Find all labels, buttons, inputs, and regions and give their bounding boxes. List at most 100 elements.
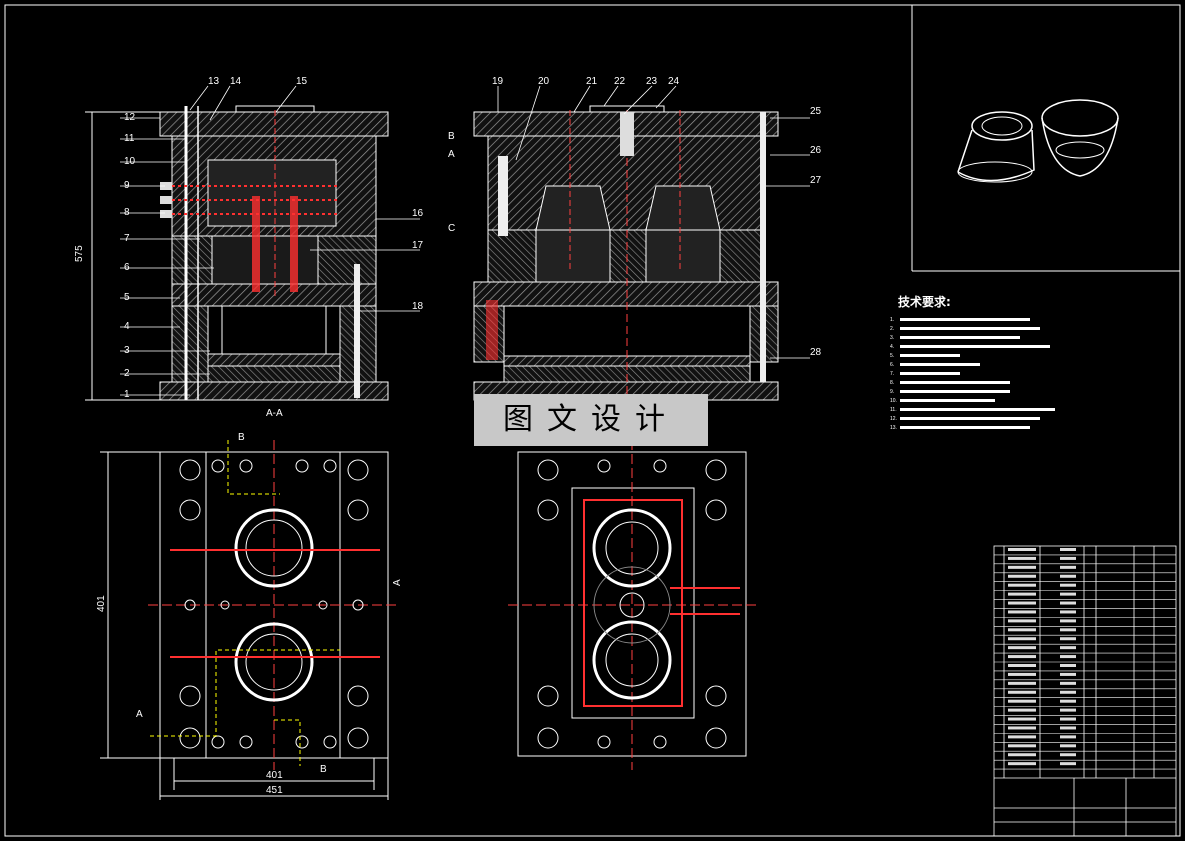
svg-text:B: B bbox=[448, 131, 455, 142]
bom-cell-text bbox=[1060, 762, 1076, 766]
svg-text:15: 15 bbox=[296, 76, 308, 87]
bom-cell-text bbox=[1008, 726, 1036, 730]
svg-text:11.: 11. bbox=[890, 407, 897, 413]
watermark: 图文设计 bbox=[474, 394, 708, 446]
inner-width-dimension: 401 bbox=[266, 770, 283, 781]
bom-cell-text bbox=[1060, 717, 1076, 721]
bom-cell-text bbox=[1008, 601, 1036, 605]
height-dimension: 575 bbox=[74, 245, 85, 262]
svg-text:2.: 2. bbox=[890, 326, 894, 332]
svg-text:A: A bbox=[392, 579, 403, 586]
bom-cell-text bbox=[1008, 744, 1036, 748]
bom-cell-text bbox=[1060, 583, 1076, 587]
svg-text:13: 13 bbox=[208, 76, 220, 87]
svg-text:3: 3 bbox=[124, 345, 130, 356]
bom-cell-text bbox=[1008, 628, 1036, 632]
svg-text:1.: 1. bbox=[890, 317, 894, 323]
plate-height-dimension: 401 bbox=[96, 595, 107, 612]
bom-cell-text bbox=[1008, 565, 1036, 569]
part-number-labels-left: 1 2 3 4 5 6 7 8 9 10 11 12 13 14 15 16 1… bbox=[124, 76, 424, 400]
bom-cell-text bbox=[1060, 646, 1076, 650]
bom-cell-text bbox=[1008, 574, 1036, 578]
bom-cell-text bbox=[1008, 655, 1036, 659]
svg-text:14: 14 bbox=[230, 76, 242, 87]
bom-cell-text bbox=[1060, 548, 1076, 551]
section-mark-letters: B B A A bbox=[136, 432, 403, 775]
svg-text:4.: 4. bbox=[890, 344, 894, 350]
svg-text:4: 4 bbox=[124, 321, 130, 332]
plan-view-moving-half bbox=[508, 440, 756, 770]
technical-requirements: 1. 2. 3. 4. 5. 6. 7. 8. 9. 10. 11. 12. 1… bbox=[890, 317, 1055, 431]
bom-cell-text bbox=[1060, 672, 1076, 676]
svg-text:16: 16 bbox=[412, 208, 424, 219]
svg-text:6.: 6. bbox=[890, 362, 894, 368]
bom-cell-text bbox=[1060, 556, 1076, 560]
svg-text:2: 2 bbox=[124, 368, 130, 379]
svg-text:12.: 12. bbox=[890, 416, 897, 422]
svg-text:7: 7 bbox=[124, 233, 130, 244]
bom-cell-text bbox=[1008, 637, 1036, 641]
svg-text:5: 5 bbox=[124, 292, 130, 303]
drawing-frame bbox=[4, 4, 1181, 837]
bom-cell-text bbox=[1060, 574, 1076, 578]
bom-cell-text bbox=[1008, 717, 1036, 721]
bom-cell-text bbox=[1060, 619, 1076, 623]
svg-text:B: B bbox=[238, 432, 245, 443]
svg-text:27: 27 bbox=[810, 175, 822, 186]
bom-cell-text bbox=[1060, 681, 1076, 685]
svg-text:B: B bbox=[320, 764, 327, 775]
svg-text:10: 10 bbox=[124, 156, 136, 167]
svg-text:28: 28 bbox=[810, 347, 822, 358]
svg-text:22: 22 bbox=[614, 76, 626, 87]
svg-text:19: 19 bbox=[492, 76, 504, 87]
bom-cell-text bbox=[1008, 681, 1036, 685]
svg-text:26: 26 bbox=[810, 145, 822, 156]
bom-cell-text bbox=[1060, 610, 1076, 614]
bom-cell-text bbox=[1060, 690, 1076, 694]
bom-cell-text bbox=[1008, 762, 1036, 766]
svg-text:6: 6 bbox=[124, 262, 130, 273]
svg-text:A: A bbox=[136, 709, 143, 720]
bom-cell-text bbox=[1008, 592, 1036, 596]
title-block bbox=[993, 545, 1177, 837]
bom-rows bbox=[994, 548, 1176, 770]
svg-text:13.: 13. bbox=[890, 425, 897, 431]
svg-text:C: C bbox=[448, 223, 455, 234]
svg-text:12: 12 bbox=[124, 112, 136, 123]
tech-requirements-title: 技术要求: bbox=[898, 295, 951, 309]
svg-text:17: 17 bbox=[412, 240, 424, 251]
svg-text:24: 24 bbox=[668, 76, 680, 87]
bom-cell-text bbox=[1060, 735, 1076, 739]
svg-text:21: 21 bbox=[586, 76, 598, 87]
bom-cell-text bbox=[1060, 592, 1076, 596]
svg-text:8.: 8. bbox=[890, 380, 894, 386]
bom-cell-text bbox=[1060, 708, 1076, 712]
bom-cell-text bbox=[1008, 699, 1036, 703]
bom-cell-text bbox=[1008, 690, 1036, 694]
svg-text:20: 20 bbox=[538, 76, 550, 87]
bom-cell-text bbox=[1008, 735, 1036, 739]
svg-text:18: 18 bbox=[412, 301, 424, 312]
outer-width-dimension: 451 bbox=[266, 785, 283, 796]
svg-text:9.: 9. bbox=[890, 389, 894, 395]
bom-cell-text bbox=[1060, 601, 1076, 605]
svg-text:23: 23 bbox=[646, 76, 658, 87]
bom-cell-text bbox=[1008, 646, 1036, 650]
bom-cell-text bbox=[1008, 619, 1036, 623]
plan-view-fixed-half: B B A A 401 401 451 bbox=[96, 432, 403, 800]
svg-text:9: 9 bbox=[124, 180, 130, 191]
svg-text:5.: 5. bbox=[890, 353, 894, 359]
bom-cell-text bbox=[1008, 664, 1036, 667]
part-number-labels-right: 19 20 21 22 23 24 25 26 27 28 bbox=[492, 76, 822, 358]
section-view-aa: 575 A-A bbox=[74, 105, 389, 419]
svg-text:25: 25 bbox=[810, 106, 822, 117]
svg-text:3.: 3. bbox=[890, 335, 894, 341]
svg-text:1: 1 bbox=[124, 389, 130, 400]
bom-cell-text bbox=[1008, 753, 1036, 757]
bom-cell-text bbox=[1060, 637, 1076, 641]
svg-text:11: 11 bbox=[124, 133, 135, 144]
bom-cell-text bbox=[1008, 548, 1036, 551]
svg-text:8: 8 bbox=[124, 207, 130, 218]
section-view-bb: B A C bbox=[448, 105, 779, 401]
